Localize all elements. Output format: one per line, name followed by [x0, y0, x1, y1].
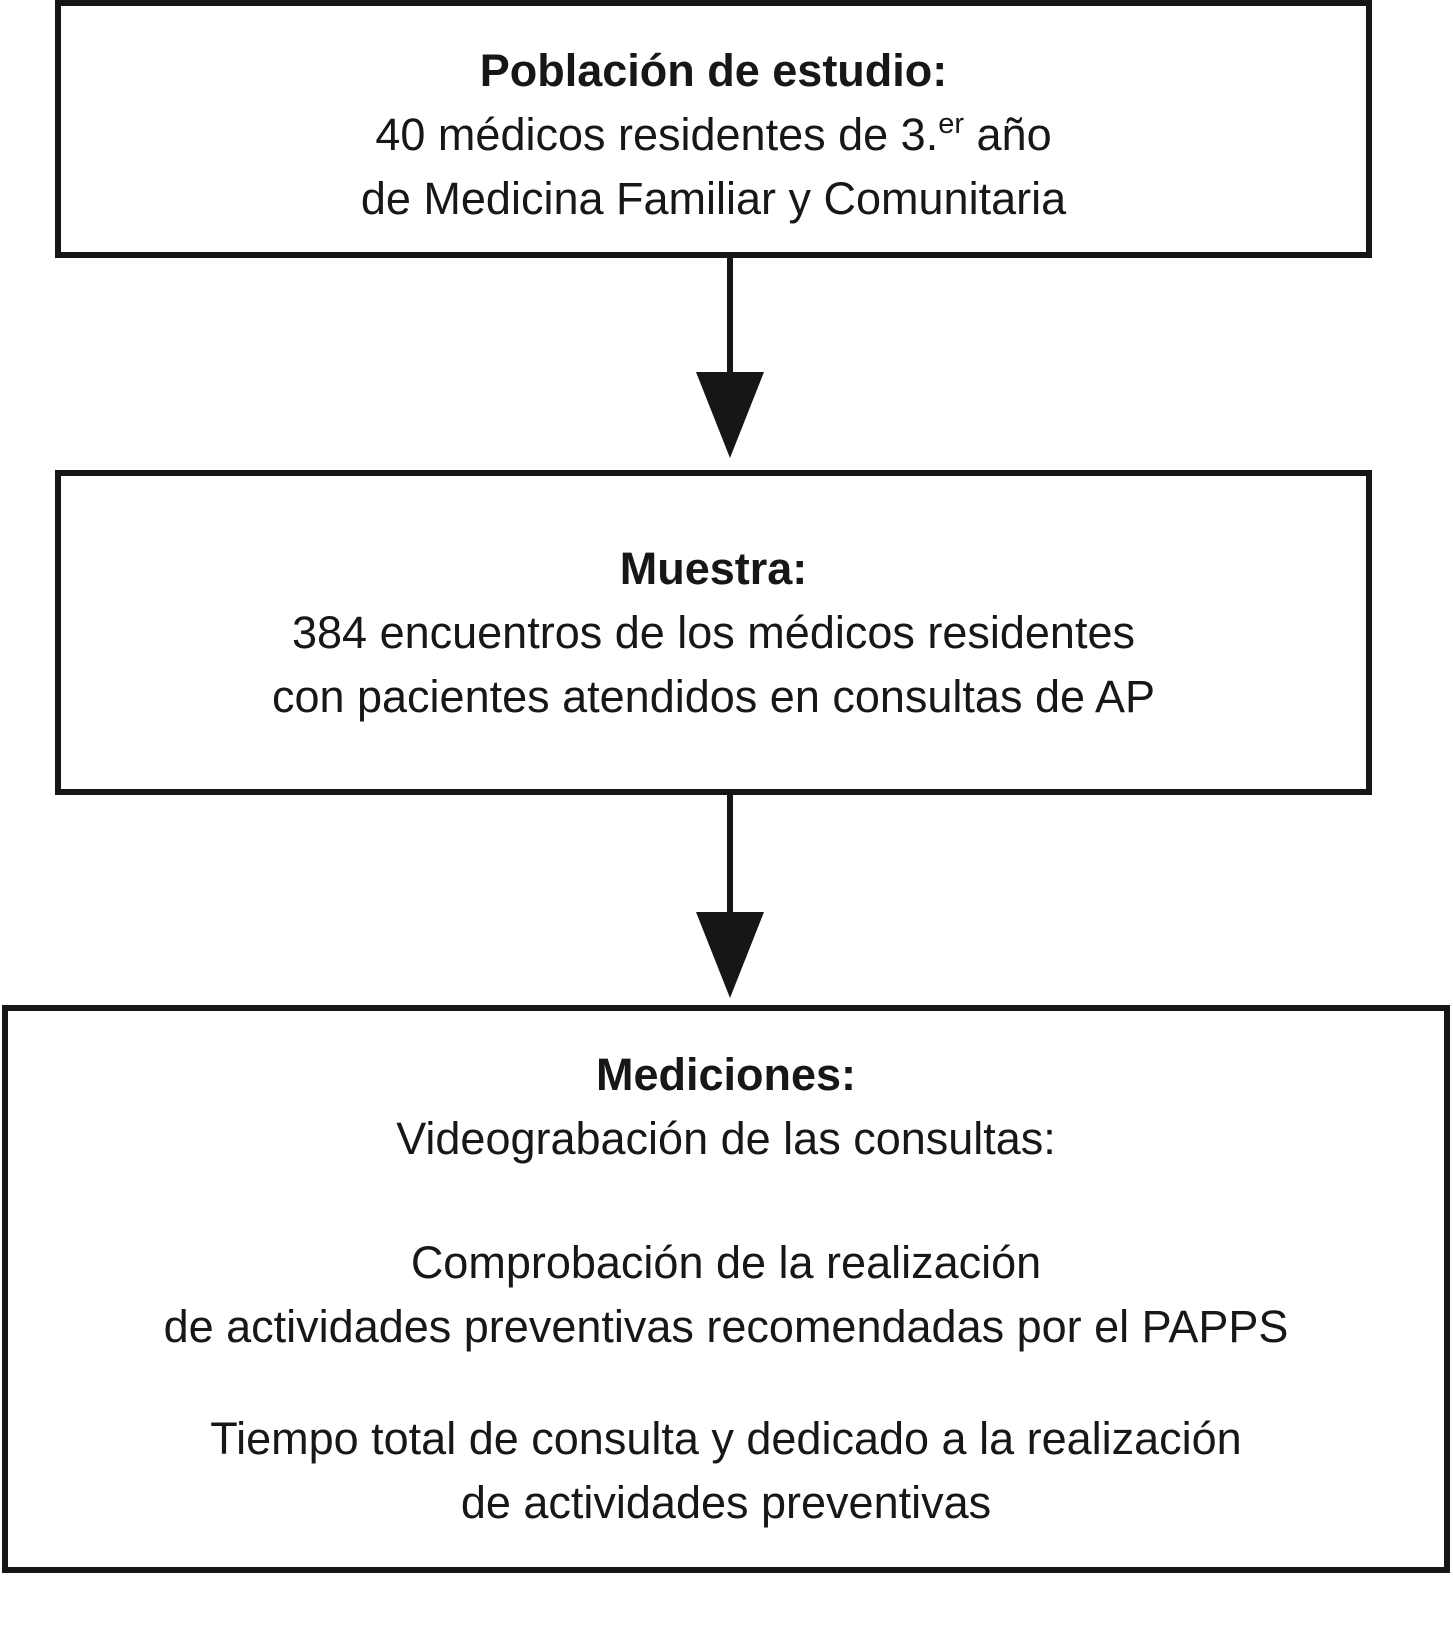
- muestra-title: Muestra:: [619, 542, 808, 594]
- mediciones-line-videograbacion: Videograbación de las consultas:: [396, 1113, 1056, 1164]
- ordinal-superscript: er: [938, 108, 965, 140]
- mediciones-line-comprobacion-1: Comprobación de la realización: [410, 1237, 1042, 1288]
- mediciones-line-tiempo-1: Tiempo total de consulta y dedicado a la…: [210, 1413, 1242, 1464]
- arrow-down-1: [696, 258, 764, 458]
- arrow-shaft: [727, 795, 733, 912]
- poblacion-line-residentes-prefix: 40 médicos residentes de 3.: [375, 109, 939, 160]
- poblacion-title: Población de estudio:: [479, 45, 948, 96]
- mediciones-para-tiempo: Tiempo total de consulta y dedicado a la…: [210, 1407, 1241, 1535]
- muestra-line-pacientes: con pacientes atendidos en consultas de …: [271, 670, 1156, 722]
- poblacion-line-especialidad: de Medicina Familiar y Comunitaria: [360, 173, 1067, 224]
- mediciones-line-tiempo-2: de actividades preventivas: [460, 1477, 992, 1528]
- mediciones-title: Mediciones:: [595, 1049, 857, 1100]
- poblacion-line-residentes-suffix: año: [964, 109, 1052, 160]
- poblacion-line-residentes: 40 médicos residentes de 3.er año: [375, 103, 1051, 167]
- arrow-head-icon: [696, 372, 764, 458]
- arrow-shaft: [727, 258, 733, 372]
- mediciones-para-comprobacion: Comprobación de la realización de activi…: [164, 1231, 1289, 1359]
- box-muestra: Muestra: 384 encuentros de los médicos r…: [55, 470, 1372, 795]
- mediciones-line-comprobacion-2: de actividades preventivas recomendadas …: [163, 1301, 1289, 1352]
- muestra-line-encuentros: 384 encuentros de los médicos residentes: [291, 606, 1135, 658]
- box-poblacion-estudio: Población de estudio: 40 médicos residen…: [55, 0, 1372, 258]
- arrow-down-2: [696, 795, 764, 998]
- arrow-head-icon: [696, 912, 764, 998]
- box-mediciones: Mediciones: Videograbación de las consul…: [2, 1005, 1450, 1573]
